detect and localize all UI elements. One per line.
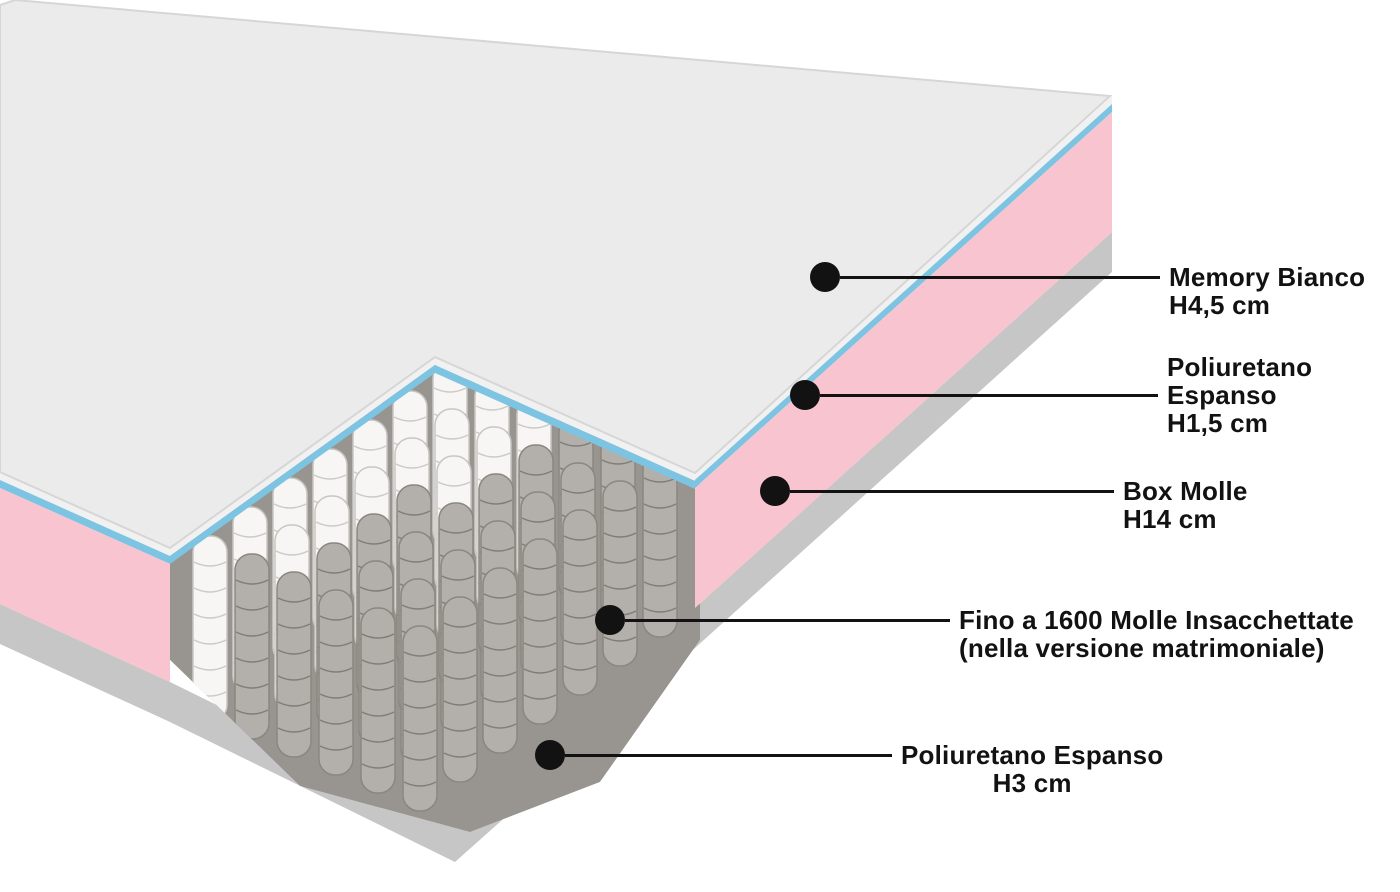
- callout-label: Espanso: [1167, 380, 1277, 410]
- pocket-springs: [168, 350, 700, 832]
- cut-edge-blue-left: [170, 365, 435, 564]
- box-molle-pink-right: [695, 112, 1112, 608]
- box-molle-pink-left: [0, 488, 170, 682]
- cut-edge-blue-right: [435, 365, 695, 489]
- callout-measure: H1,5 cm: [1167, 408, 1269, 438]
- callout-label: Fino a 1600 Molle Insacchettate: [959, 605, 1354, 635]
- callout-poliuretano-espanso-bottom: Poliuretano Espanso H3 cm: [535, 740, 1163, 797]
- memory-layer-side-left: [0, 472, 170, 556]
- callout-label: (nella versione matrimoniale): [959, 633, 1325, 663]
- callout-measure: H14 cm: [1123, 504, 1217, 534]
- callout-dot: [535, 740, 565, 770]
- callout-text: Poliuretano Espanso H3 cm: [892, 741, 1163, 797]
- callout-text: Memory Bianco H4,5 cm: [1160, 263, 1365, 319]
- callout-line: [625, 618, 950, 622]
- mattress-top-face: [0, 0, 1113, 550]
- cut-edge-memory-right: [435, 357, 695, 481]
- callout-text: Fino a 1600 Molle Insacchettate (nella v…: [950, 606, 1354, 662]
- callout-text: Poliuretano Espanso H1,5 cm: [1158, 353, 1312, 437]
- callout-measure: H4,5 cm: [1169, 290, 1271, 320]
- callout-label: Memory Bianco: [1169, 262, 1366, 292]
- callout-label: Poliuretano Espanso: [901, 740, 1164, 770]
- callout-dot: [760, 476, 790, 506]
- cut-edge-memory-left: [170, 357, 435, 556]
- callout-measure: H3 cm: [992, 768, 1072, 798]
- callout-text: Box Molle H14 cm: [1114, 477, 1248, 533]
- foam-layer-blue-left: [0, 480, 170, 564]
- callout-label: Poliuretano: [1167, 352, 1313, 382]
- callout-line: [820, 393, 1158, 397]
- callout-molle-insacchettate: Fino a 1600 Molle Insacchettate (nella v…: [595, 605, 1354, 662]
- callout-poliuretano-espanso-top: Poliuretano Espanso H1,5 cm: [790, 353, 1312, 437]
- callout-dot: [810, 262, 840, 292]
- callout-dot: [790, 380, 820, 410]
- callout-line: [790, 489, 1114, 493]
- callout-box-molle: Box Molle H14 cm: [760, 476, 1248, 533]
- callout-memory-bianco: Memory Bianco H4,5 cm: [810, 262, 1365, 319]
- callout-line: [840, 275, 1160, 279]
- callout-dot: [595, 605, 625, 635]
- callout-label: Box Molle: [1123, 476, 1248, 506]
- callout-line: [565, 753, 892, 757]
